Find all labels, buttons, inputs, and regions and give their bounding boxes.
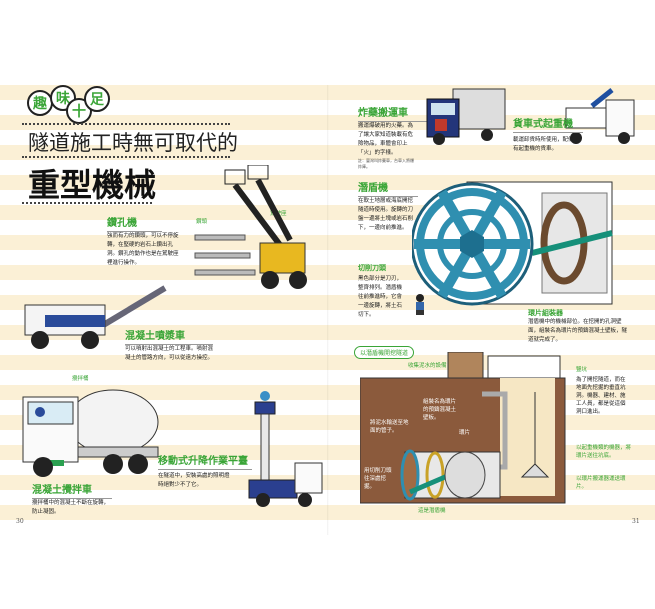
page-title-line1: 隧道施工時無可取代的: [28, 131, 238, 155]
page-number-right: 31: [632, 518, 640, 525]
pipe-label: 將泥水輸送至地面的管子。: [370, 420, 409, 434]
crane-title: 貨車式起重機: [513, 115, 583, 133]
mixer-desc: 攪拌桶中的混凝土不斷在旋轉，防止凝固。: [32, 500, 110, 515]
tunnel-cross-section-illustration: [360, 352, 566, 504]
erector-title: 環片組裝器: [528, 309, 563, 317]
divider: [22, 156, 230, 158]
assemble-label: 組裝名為環片的預鑄混凝土壁板。: [423, 399, 457, 421]
crane-desc: 載運卸貨時所使用，配備有起重機的貨車。: [513, 137, 574, 152]
shotcrete-title: 混凝土噴漿車: [125, 327, 213, 345]
page-title-line2: 重型機械: [28, 166, 157, 204]
explosives-title: 炸藥搬運車: [358, 104, 430, 122]
drill-desc: 強而有力的鑽頭，可以不停旋轉，在堅硬的岩石上鑽出孔洞。鑽孔的動作也是在駕駛座裡進…: [107, 233, 179, 266]
crane-truck-illustration: [565, 88, 635, 144]
explosives-truck-illustration: [426, 88, 506, 145]
page-number-left: 30: [16, 518, 24, 525]
badge-char: 趣: [27, 90, 53, 116]
cutter-title: 切削刀頭: [358, 264, 386, 272]
mixer-title: 混凝土攪拌車: [32, 481, 112, 499]
dig-label: 用切削刀頭往深處挖掘。: [364, 468, 392, 490]
shield-label: 這是潛盾機: [418, 508, 446, 514]
divider: [22, 123, 230, 125]
carrier-label: 以環片搬運器運送環片。: [576, 476, 626, 490]
cutter-desc: 黑色部分是刀刃，整齊排列。潛盾機往前推進時，它會一邊旋轉，將土石切下。: [358, 276, 403, 318]
explosives-desc: 搬運爆破用的火藥。為了讓大家知道裝載有危險物品，車體會印上「火」的字樣。: [358, 123, 414, 156]
segment-label: 環片: [459, 430, 471, 436]
mixer-truck-illustration: [22, 389, 159, 477]
shield-title: 潛盾機: [358, 179, 418, 197]
badge-char: 足: [84, 86, 110, 112]
shaft-desc: 為了開挖隧道，而在地面先挖掘的垂直坑洞。機器、建材、施工人員，都是從這個洞口進出…: [576, 377, 626, 415]
slurry-plant-label: 收集泥水的設備: [408, 363, 447, 369]
erector-desc: 潛盾機中的機械部位。在挖開的孔洞壁面，組裝名為環片的預鑄混凝土壁板，隧道就完成了…: [528, 319, 628, 343]
section-badge: 以潛盾機開挖隧道: [354, 346, 415, 359]
drill-title: 鑽孔機: [107, 214, 162, 232]
lift-platform-illustration: [248, 391, 323, 507]
lift-desc: 在隧道中，安裝高處的照明燈時絕對少不了它。: [158, 473, 230, 488]
shield-desc: 在軟土地層或海底開挖隧道時使用。旋轉的刀盤一邊將土塊或岩石削下，一邊向前推進。: [358, 198, 414, 231]
lower-label: 以起重機類的機器，將環片送往坑底。: [576, 445, 632, 459]
book-gutter: [327, 85, 329, 535]
shotcrete-truck-illustration: [24, 285, 167, 349]
divider: [22, 202, 152, 204]
mixer-drum-label: 攪拌桶: [72, 376, 89, 382]
drill-bit-label: 鑽頭: [196, 219, 208, 225]
shotcrete-desc: 可以噴射出混凝土的工程車。噴射混凝土的管路方向，可以從遠方操控。: [125, 346, 214, 361]
explosives-note: 註：臺灣叫炸藥車，台車入將爆炸庫。: [358, 158, 414, 169]
worker-illustration: [416, 294, 424, 315]
lift-title: 移動式升降作業平臺: [158, 452, 252, 470]
shield-machine-illustration: [412, 181, 613, 306]
shaft-title: 豎坑: [576, 367, 588, 373]
drill-jumbo-illustration: [194, 165, 307, 289]
